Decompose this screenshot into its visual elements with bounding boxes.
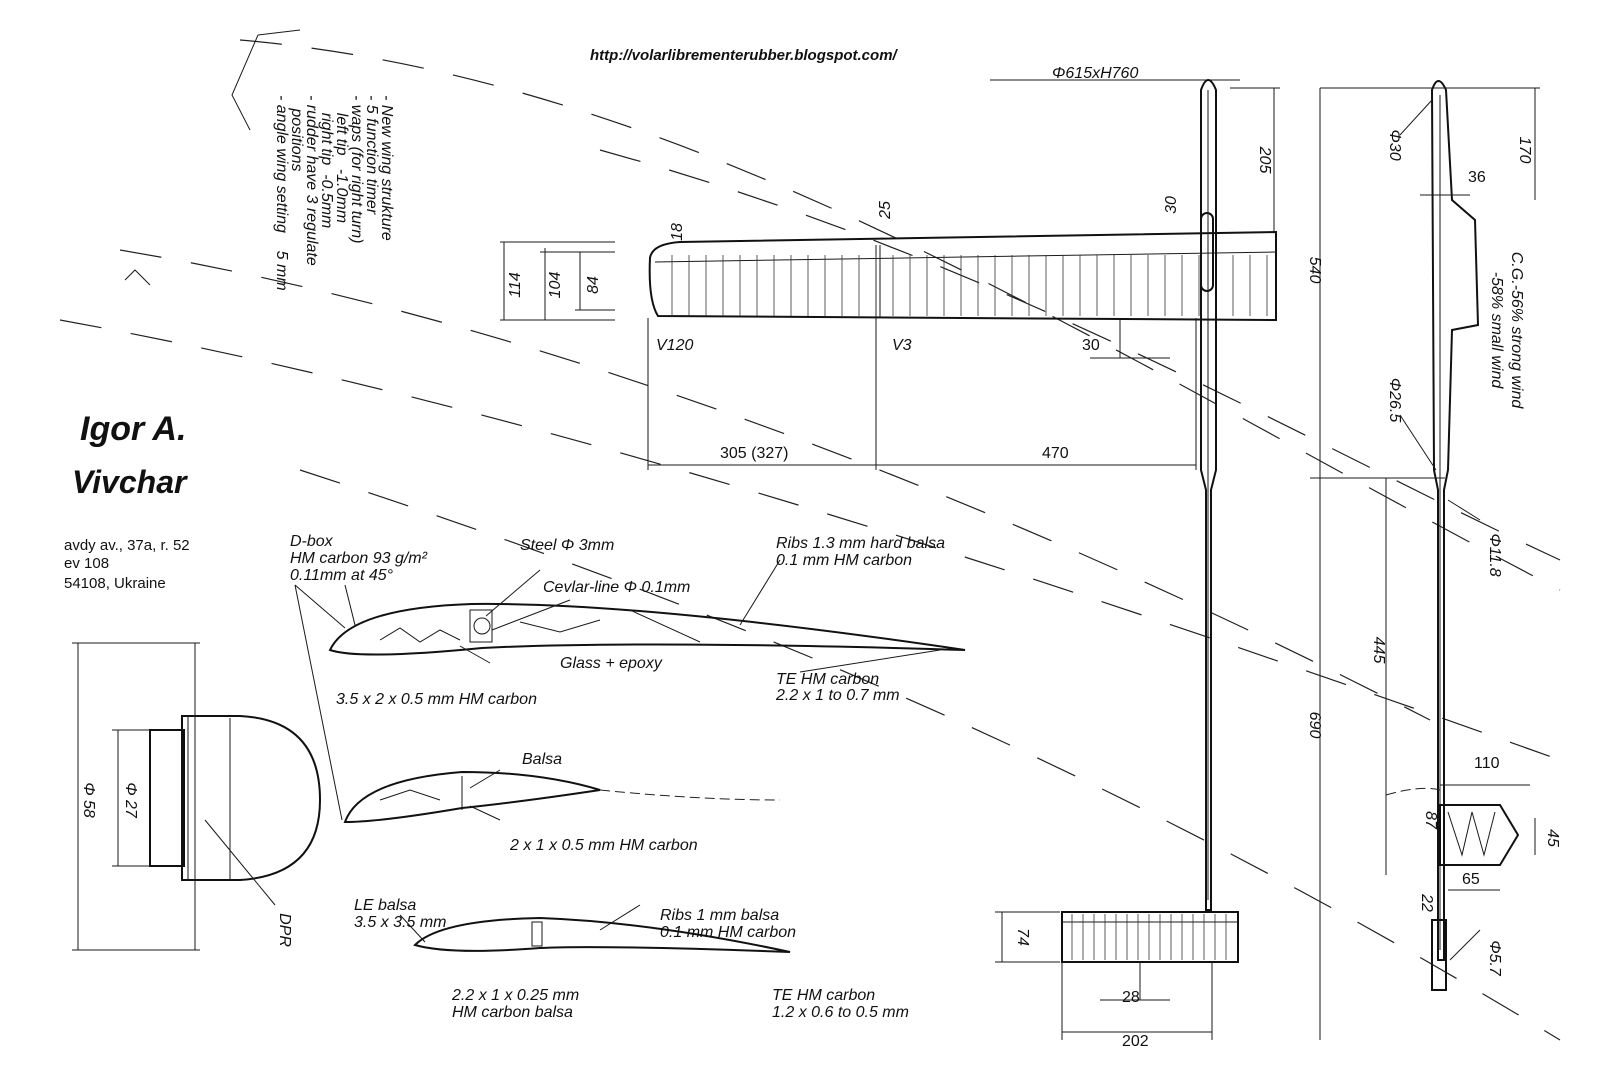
dim-dia-5-7: Φ5.7 <box>1486 940 1503 977</box>
stab-le-size: 3.5 x 3.5 mm <box>354 914 447 931</box>
side-w36: 36 <box>1468 169 1486 186</box>
cg-strong: C.G.-56% strong wind <box>1508 252 1525 410</box>
dim-chord-104: 104 <box>547 272 564 299</box>
note-line: - New wing strukture <box>378 95 395 241</box>
dim-h-45: 45 <box>1544 829 1561 847</box>
dim-len-540: 540 <box>1306 257 1323 284</box>
stab-le-label: LE balsa <box>354 897 417 914</box>
notes: - New wing strukture - 5 function timer … <box>273 95 395 291</box>
wing-planform <box>500 79 1280 470</box>
dim-dia-26-5: Φ26.5 <box>1386 378 1403 423</box>
stab-offset: 28 <box>1122 989 1140 1006</box>
dbox-material: HM carbon 93 g/m² <box>290 550 427 567</box>
wing-span-label: Φ615xH760 <box>1052 65 1139 82</box>
fuselage-side <box>1310 80 1540 1040</box>
dim-center-mark: 25 <box>877 201 894 220</box>
note-line: positions <box>288 95 305 171</box>
dbox-thickness: 0.11mm at 45° <box>290 567 394 584</box>
author-name-2: Vivchar <box>72 464 187 500</box>
dim-pylon-width: 30 <box>1163 196 1180 214</box>
author-name-1: Igor A. <box>80 410 187 448</box>
side-w110: 110 <box>1474 755 1500 772</box>
stab-span: 202 <box>1122 1033 1149 1050</box>
tip-cap-label: 2 x 1 x 0.5 mm HM carbon <box>510 837 698 854</box>
stab-ribs-label: Ribs 1 mm balsa <box>660 907 780 924</box>
ribs-label: Ribs 1.3 mm hard balsa <box>776 535 945 552</box>
dim-tip-chord: 18 <box>669 223 686 241</box>
note-line: right tip -0.5mm <box>318 95 335 228</box>
note-line: - angle wing setting 5 mm <box>273 95 290 291</box>
stab-spar-label: 2.2 x 1 x 0.25 mm <box>452 987 580 1004</box>
author-address-3: 54108, Ukraine <box>64 575 166 592</box>
dim-stab-height: 74 <box>1014 928 1031 946</box>
dim-dia-30: Φ30 <box>1386 129 1403 160</box>
wing-section-v120: V120 <box>656 337 694 354</box>
fuselage-front <box>1200 79 1217 911</box>
note-line: - waps (for right turn) <box>348 95 365 243</box>
cg-small: -58% small wind <box>1488 272 1505 390</box>
dim-pylon-height: 205 <box>1256 146 1273 174</box>
note-line: - 5 function timer <box>363 95 380 215</box>
source-url: http://volarlibrementerubber.blogspot.co… <box>590 47 897 64</box>
dpr-inner-dia: Φ 27 <box>122 782 139 819</box>
dim-dia-11-8: Φ11.8 <box>1486 533 1503 576</box>
stab-section <box>399 904 791 953</box>
note-line: - rudder have 3 regulate <box>303 95 320 266</box>
le-cap-label: 3.5 x 2 x 0.5 mm HM carbon <box>336 691 537 708</box>
author-address-2: ev 108 <box>64 555 110 572</box>
wing-right-dim: 470 <box>1042 445 1069 462</box>
tip-section <box>343 769 781 824</box>
dim-h-87: 87 <box>1422 811 1439 830</box>
dpr-detail <box>72 642 322 951</box>
stab-spar-mat: HM carbon balsa <box>452 1004 573 1021</box>
te-label: TE HM carbon <box>776 671 880 688</box>
wing-section-v3: V3 <box>892 337 912 354</box>
dim-chord-114: 114 <box>507 272 524 298</box>
dim-len-690: 690 <box>1306 712 1323 739</box>
wing-section <box>294 559 966 821</box>
dim-len-445: 445 <box>1370 637 1387 664</box>
side-w65: 65 <box>1462 871 1480 888</box>
spar-label: Steel Φ 3mm <box>520 537 615 554</box>
stab-te-size: 1.2 x 0.6 to 0.5 mm <box>772 1004 909 1021</box>
dpr-outer-dia: Φ 58 <box>80 782 97 818</box>
stab-front <box>995 911 1239 1040</box>
tip-balsa-label: Balsa <box>522 751 563 768</box>
wing-left-dim: 305 (327) <box>720 445 789 462</box>
cevlar-label: Cevlar-line Φ 0.1mm <box>543 579 691 596</box>
dim-top-170: 170 <box>1516 137 1533 164</box>
stab-ribs-cover: 0.1 mm HM carbon <box>660 924 797 941</box>
ribs-cover-label: 0.1 mm HM carbon <box>776 552 913 569</box>
stab-te-label: TE HM carbon <box>772 987 876 1004</box>
te-size-label: 2.2 x 1 to 0.7 mm <box>776 687 900 704</box>
author-address-1: avdy av., 37a, r. 52 <box>64 537 190 554</box>
glass-label: Glass + epoxy <box>560 655 662 672</box>
wing-rib-offset: 30 <box>1082 337 1100 354</box>
note-line: left tip -1.0mm <box>333 95 350 223</box>
dashed-guides <box>59 39 1561 1041</box>
dbox-label: D-box <box>290 533 333 550</box>
vertical-labels: 114 104 84 18 25 30 205 74 170 Φ30 540 C… <box>80 95 1561 977</box>
dpr-label: DPR <box>276 913 293 947</box>
dim-w-22: 22 <box>1418 893 1435 912</box>
dim-chord-84: 84 <box>585 276 602 294</box>
